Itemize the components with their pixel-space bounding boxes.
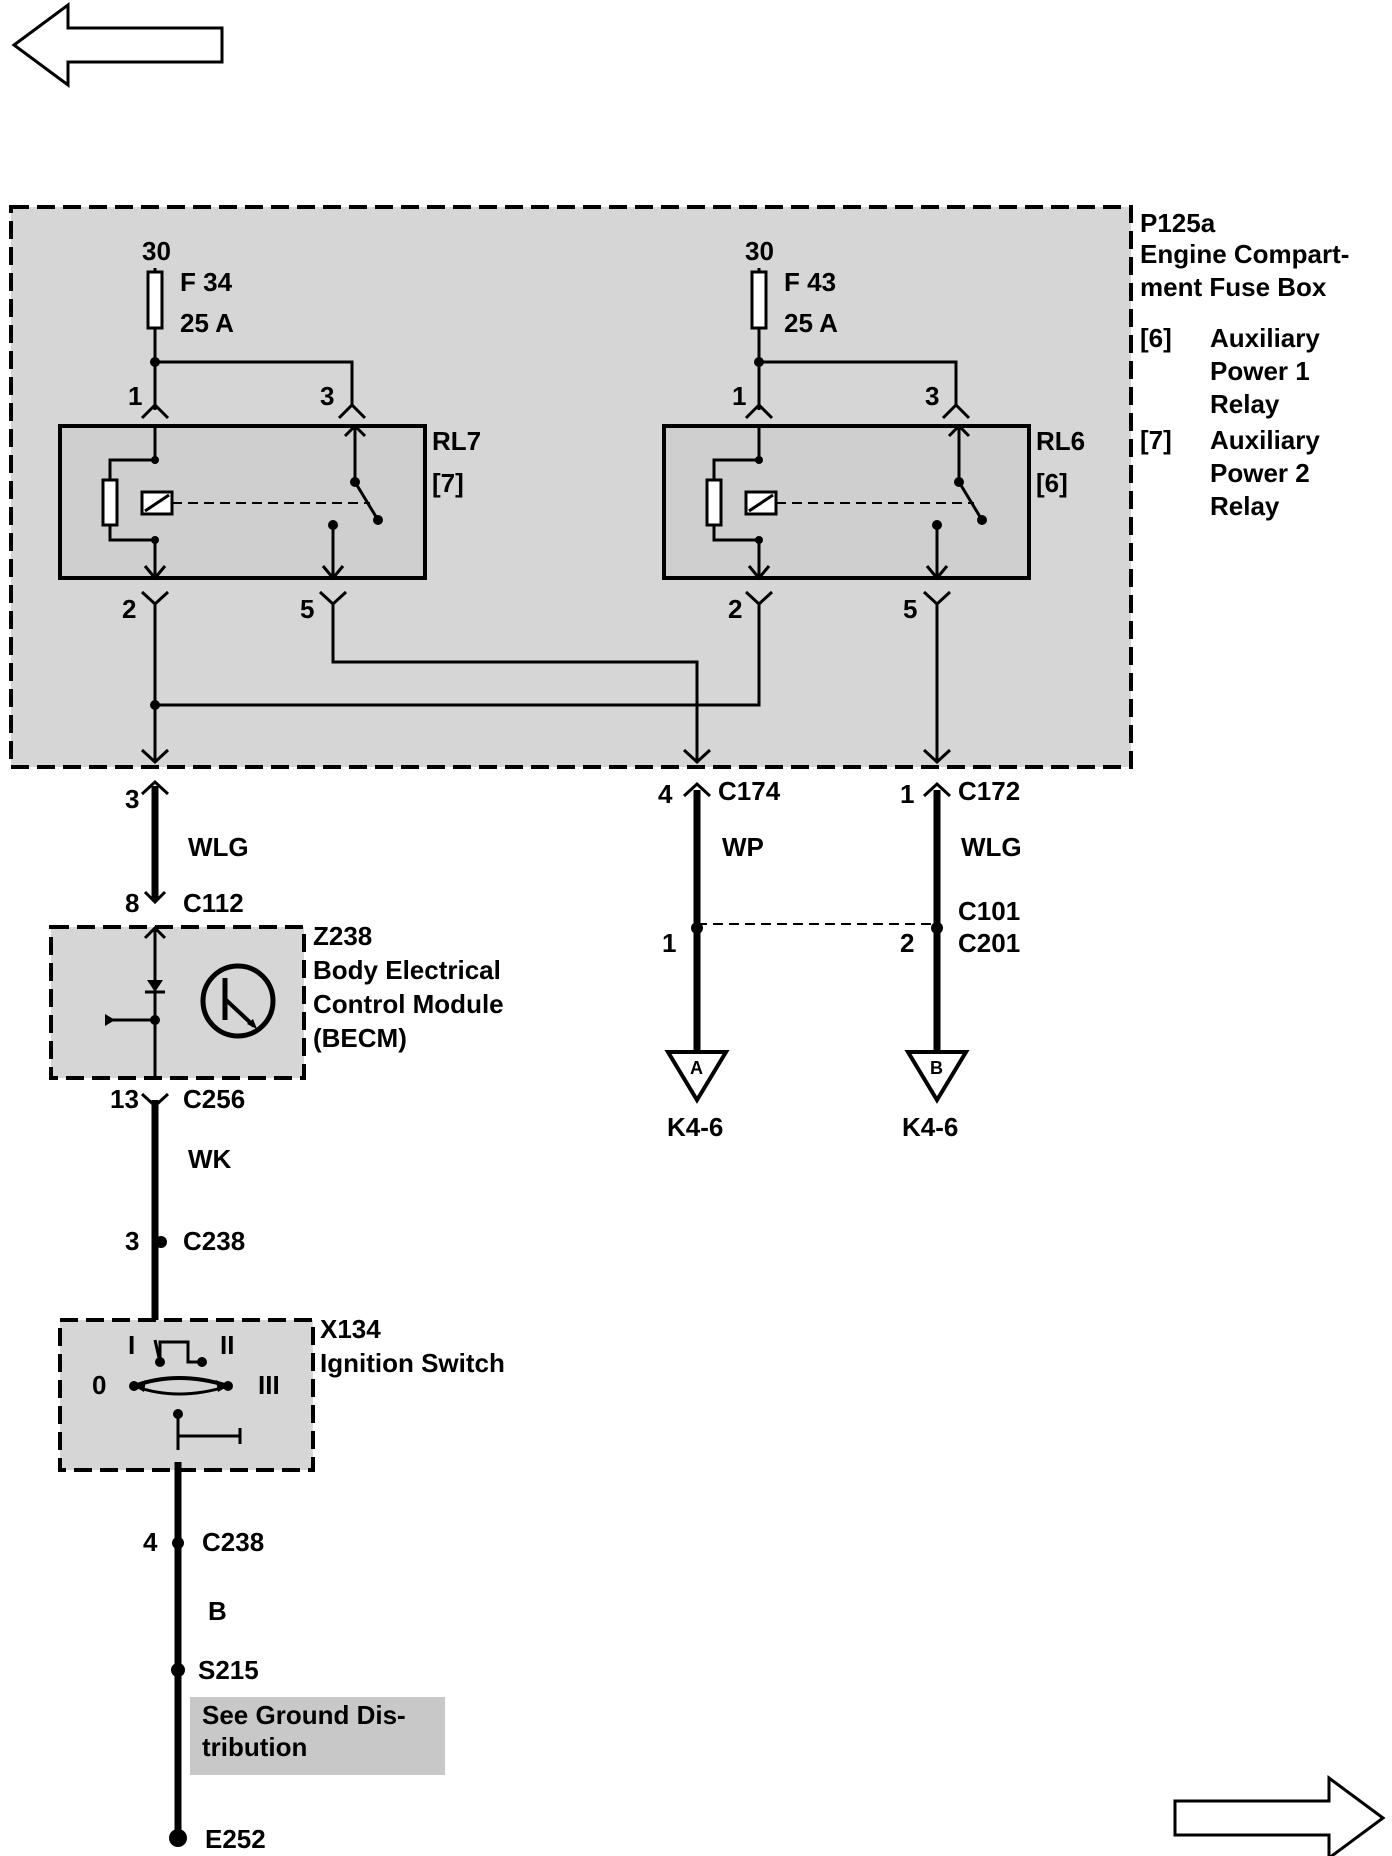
ignition-switch-symbol [129,1339,242,1450]
ground-note-box[interactable] [190,1697,445,1775]
rl7-pin-5: 5 [300,594,314,624]
wire-b: B [208,1596,227,1626]
ground-icon [169,1829,187,1847]
rl7-name: RL7 [432,426,481,456]
fuse-box-name-1: Engine Compart- [1140,239,1349,269]
switch-pos-ii: II [220,1330,234,1360]
pin-c112: 8 [125,888,139,918]
fuse-f34-name: F 34 [180,267,233,297]
pin-c238-3: 3 [125,1226,139,1256]
ignition-switch-code: X134 [320,1314,381,1344]
becm-line2: Control Module [313,989,504,1019]
switch-pos-i: I [128,1330,135,1360]
rl6-name: RL6 [1036,426,1085,456]
switch-pos-0: 0 [92,1370,106,1400]
rl6-pin-1: 1 [732,381,746,411]
fuse-f34-rating: 25 A [180,308,234,338]
mid-pin-1: 1 [662,928,676,958]
splice-s215: S215 [198,1655,259,1685]
rl7-ref: [7] [432,468,464,498]
pin-c256: 13 [110,1084,139,1114]
wire-wk: WK [188,1144,232,1174]
connector-c256: C256 [183,1084,245,1114]
wire-wlg-right: WLG [961,832,1022,862]
becm-transistor-icon [200,963,276,1039]
connector-c172: C172 [958,776,1020,806]
becm-line3: (BECM) [313,1023,407,1053]
forward-arrow-icon[interactable] [1173,1775,1386,1856]
target-a-label: A [690,1058,703,1078]
rl6-pin-5: 5 [903,594,917,624]
rl7-pin-2: 2 [122,594,136,624]
fuse-f34-symbol [146,270,164,330]
mid-pin-4: 4 [658,779,673,809]
becm-code: Z238 [313,921,372,951]
target-b-label: B [930,1058,943,1078]
left-pin-3: 3 [125,784,139,814]
legend-6-line3: Relay [1210,389,1280,419]
ground-e252: E252 [205,1824,266,1854]
ground-note-line1[interactable]: See Ground Dis- [202,1700,406,1730]
connector-c101: C101 [958,896,1020,926]
target-a-ref: K4-6 [667,1112,723,1142]
legend-ref-6: [6] [1140,323,1172,353]
connector-c201: C201 [958,928,1020,958]
back-arrow-icon[interactable] [11,2,224,88]
fuse-f43-supply: 30 [745,236,774,266]
legend-6-line2: Power 1 [1210,356,1310,386]
legend-7-line1: Auxiliary [1210,425,1320,455]
becm-module-box [49,925,306,1080]
rl7-pin-3: 3 [320,381,334,411]
rl6-pin-3: 3 [925,381,939,411]
legend-7-line2: Power 2 [1210,458,1310,488]
pin-c238-4: 4 [143,1527,158,1557]
connector-b-icon [904,1050,970,1104]
fuse-f43-rating: 25 A [784,308,838,338]
wire-wp: WP [722,832,764,862]
legend-ref-7: [7] [1140,425,1172,455]
connector-c174: C174 [718,776,781,806]
connector-c112: C112 [183,888,244,918]
rl6-pin-2: 2 [728,594,742,624]
ignition-switch-name: Ignition Switch [320,1348,505,1378]
legend-6-line1: Auxiliary [1210,323,1320,353]
connector-c238-b: C238 [202,1527,264,1557]
ground-note-line2[interactable]: tribution [202,1732,307,1762]
fuse-f43-symbol [750,270,768,330]
legend-7-line3: Relay [1210,491,1280,521]
right-pin-1: 1 [900,779,914,809]
becm-line1: Body Electrical [313,955,501,985]
fuse-f34-supply: 30 [142,236,171,266]
connector-a-icon [664,1050,730,1104]
target-b-ref: K4-6 [902,1112,958,1142]
fuse-box-name-2: ment Fuse Box [1140,272,1327,302]
switch-pos-iii: III [258,1370,280,1400]
rl7-pin-1: 1 [128,381,142,411]
wire-wlg-left: WLG [188,832,249,862]
right-pin-2: 2 [900,928,914,958]
rl6-ref: [6] [1036,468,1068,498]
fuse-box-code: P125a [1140,208,1216,238]
connector-c238-a: C238 [183,1226,245,1256]
fuse-f43-name: F 43 [784,267,836,297]
